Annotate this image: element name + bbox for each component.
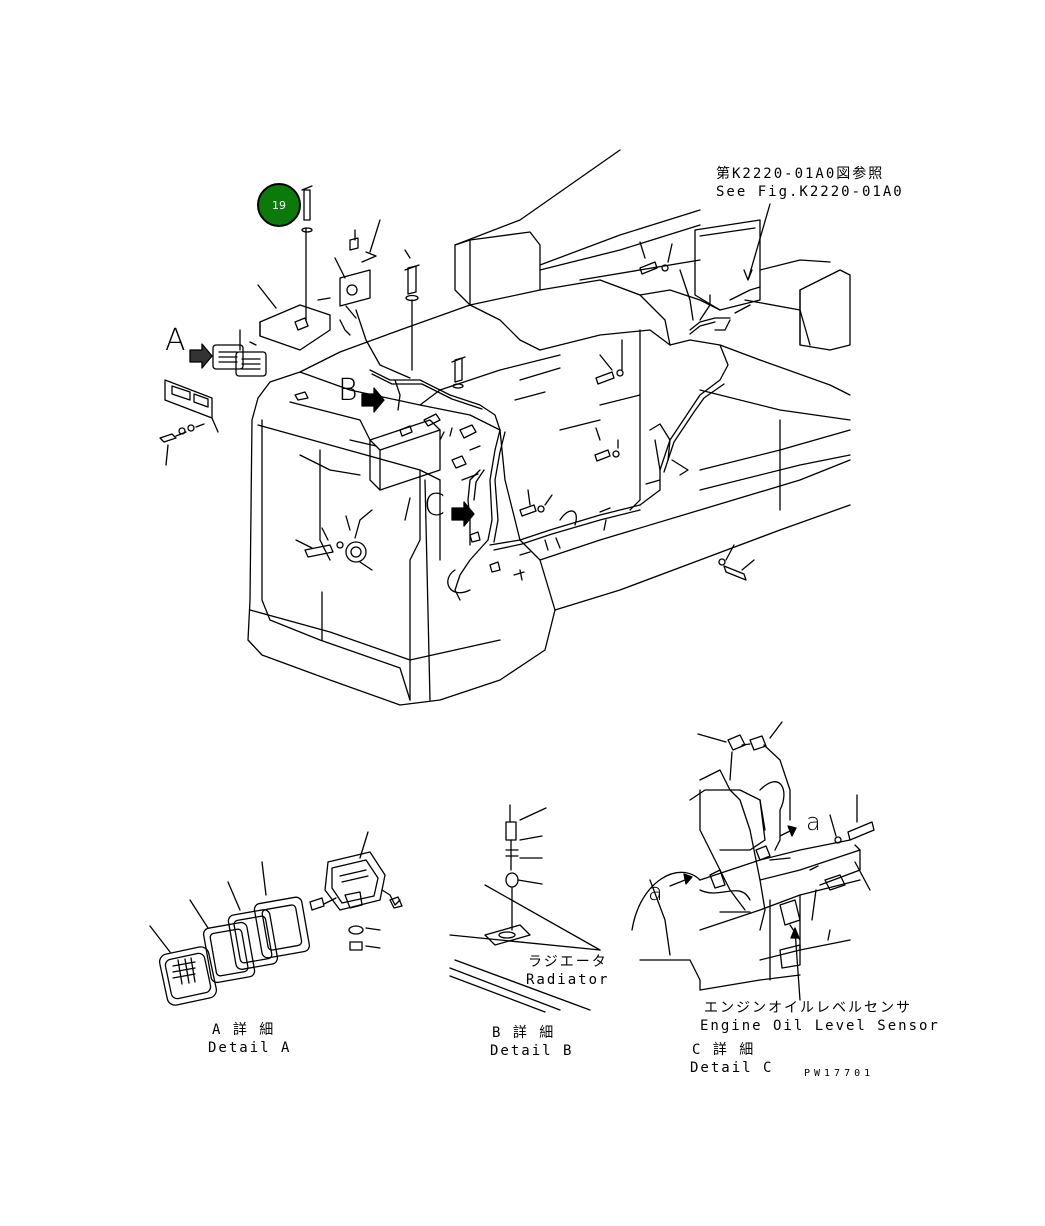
view-arrows xyxy=(190,344,474,526)
detail-b-title-en: Detail B xyxy=(490,1043,574,1059)
lamp-assembly xyxy=(160,186,419,465)
detail-a-title-en: Detail A xyxy=(208,1040,292,1056)
detail-c-part-jp: エンジンオイルレベルセンサ xyxy=(704,1000,912,1016)
machine-body xyxy=(248,150,850,705)
detail-c-part-en: Engine Oil Level Sensor xyxy=(700,1018,940,1034)
detail-a-title-jp: A 詳 細 xyxy=(212,1022,276,1038)
detail-a-drawing xyxy=(150,832,402,1007)
detail-b-title-jp: B 詳 細 xyxy=(492,1025,556,1041)
view-letter-a-lower-right: a xyxy=(806,808,821,836)
detail-b-drawing xyxy=(450,805,600,1012)
detail-c-title-jp: C 詳 細 xyxy=(692,1042,756,1058)
callout-number: 19 xyxy=(272,198,286,212)
detail-b-part-jp: ラジエータ xyxy=(528,954,608,970)
reference-leader xyxy=(744,204,770,280)
reference-jp: 第K2220-01A0図参照 xyxy=(716,166,885,182)
drawing-number: PW17701 xyxy=(804,1068,875,1079)
view-letter-a: A xyxy=(165,323,186,358)
detail-c-title-en: Detail C xyxy=(690,1060,774,1076)
view-letter-b: B xyxy=(338,373,358,408)
callout-19-badge[interactable]: 19 xyxy=(257,183,301,227)
reference-en: See Fig.K2220-01A0 xyxy=(716,184,904,200)
view-letter-c: C xyxy=(424,488,445,523)
wiring-harness xyxy=(290,242,760,600)
view-letter-a-lower-left: a xyxy=(648,878,663,906)
detail-b-part-en: Radiator xyxy=(526,972,610,988)
detail-c-drawing xyxy=(632,722,874,1000)
